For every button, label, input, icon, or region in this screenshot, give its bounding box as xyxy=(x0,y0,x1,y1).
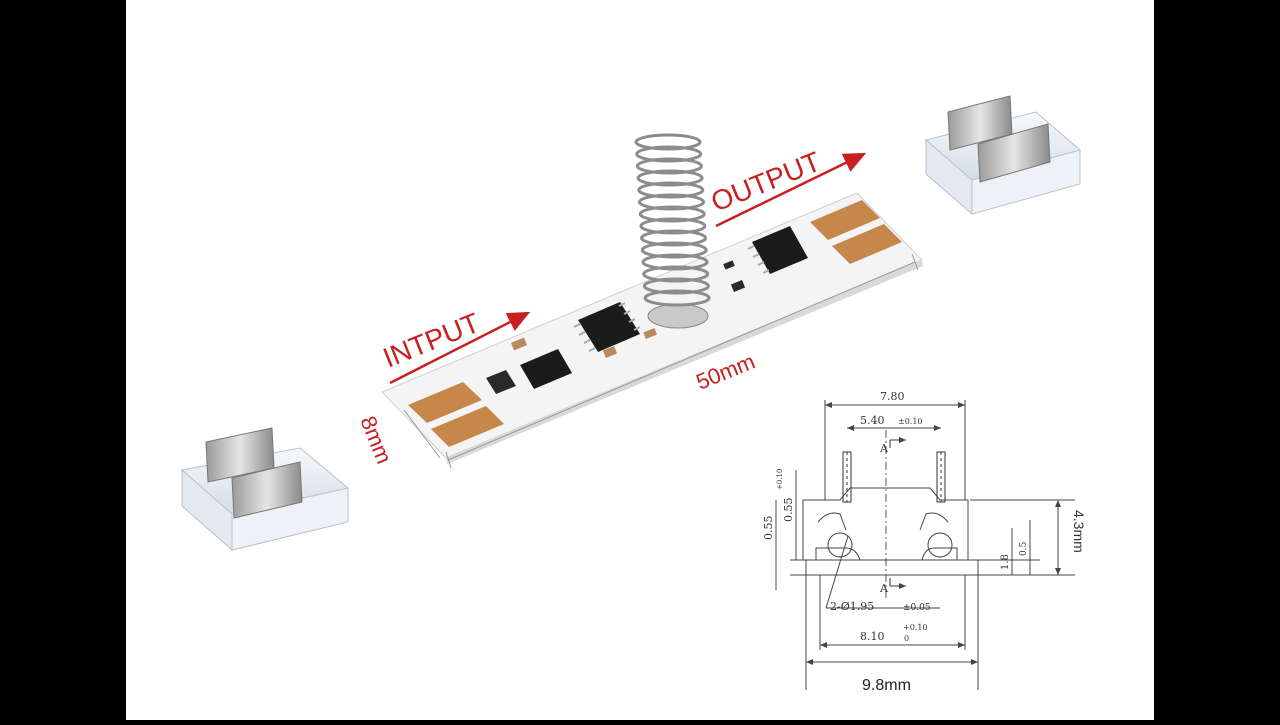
profile-detail xyxy=(919,512,949,531)
capacitor xyxy=(511,337,527,351)
spring-coil xyxy=(635,157,703,175)
spring-coil xyxy=(634,133,702,151)
connector-left xyxy=(180,427,350,552)
dim-left-2: 0.55 xyxy=(782,498,795,523)
dim-left-small: +0.10 xyxy=(776,469,784,490)
spring xyxy=(634,133,711,329)
dim-right-small-2: 0.5 xyxy=(1019,541,1029,556)
output-arrow xyxy=(715,152,867,228)
section-marker-top: A xyxy=(879,442,889,455)
spring-coil xyxy=(635,145,703,163)
profile-detail xyxy=(817,512,847,531)
spring-coil xyxy=(638,193,705,211)
connector-right xyxy=(924,95,1082,216)
technical-drawing: 7.80 5.40 ±0.10 A A 0.55 0.55 +0.10 4.3m… xyxy=(762,390,1087,694)
dim-hole-tol: ±0.05 xyxy=(903,603,931,613)
section-marker-bottom: A xyxy=(879,582,889,595)
spring-coil xyxy=(636,169,704,187)
dim-inner-tol-top: +0.10 xyxy=(903,623,928,632)
pad-right-1 xyxy=(810,200,880,240)
dim-pin-spacing: 5.40 xyxy=(860,414,885,427)
connector-profile xyxy=(802,487,969,561)
spring-coil xyxy=(640,229,708,247)
spring-coil xyxy=(639,217,707,235)
dim-inner-width: 8.10 xyxy=(860,630,885,643)
chip-secondary xyxy=(747,226,808,274)
spring-coil xyxy=(640,241,708,259)
chip-main xyxy=(573,302,641,352)
dim-left-1: 0.55 xyxy=(762,516,775,541)
spring-coil xyxy=(638,205,706,223)
resistor xyxy=(723,260,735,270)
diode xyxy=(486,370,516,394)
spring-coil xyxy=(637,181,705,199)
dim-pin-spacing-tol: ±0.10 xyxy=(898,417,923,426)
transistor xyxy=(520,349,572,389)
spring-coil xyxy=(642,277,710,295)
resistor xyxy=(730,280,746,292)
pad-left-2 xyxy=(431,406,504,447)
spring-coil xyxy=(641,253,709,271)
dim-top-width: 7.80 xyxy=(880,390,905,403)
spring-coil xyxy=(642,265,710,283)
dim-outer-width: 9.8mm xyxy=(862,677,911,694)
dim-inner-tol-bot: 0 xyxy=(904,634,909,643)
pcb-board xyxy=(381,192,923,464)
dim-hole: 2-Ø1.95 xyxy=(830,600,874,613)
spring-coil xyxy=(643,289,711,307)
capacitor xyxy=(643,327,658,339)
capacitor xyxy=(602,346,618,358)
hole-right xyxy=(927,532,953,558)
hole-left xyxy=(827,532,853,558)
dim-right-small: 1.8 xyxy=(1000,554,1011,570)
input-arrow xyxy=(389,311,531,385)
dim-height: 4.3mm xyxy=(1071,510,1087,553)
pad-right-2 xyxy=(832,224,902,264)
pad-left-1 xyxy=(408,382,482,423)
